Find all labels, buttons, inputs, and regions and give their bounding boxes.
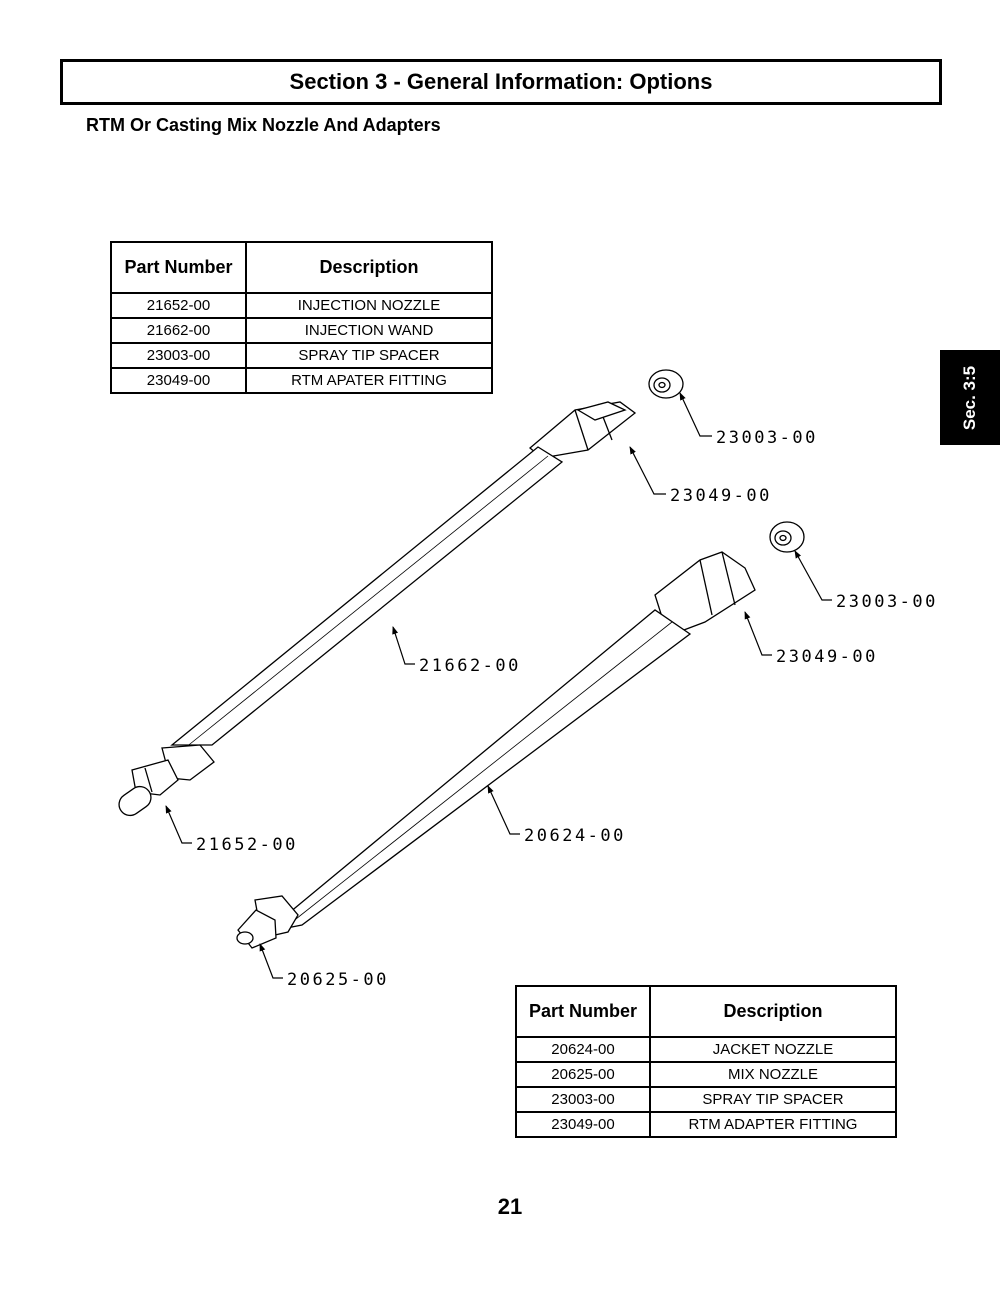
hex-edge-line	[144, 767, 153, 793]
table-header-row: Part Number Description	[515, 985, 897, 1038]
leader-line	[487, 785, 520, 835]
callout-label: 23003-00	[836, 592, 938, 612]
leader-line	[794, 550, 832, 601]
column-header-description: Description	[245, 241, 493, 294]
injection-wand-drawing	[118, 401, 637, 817]
spray-tip-spacer-lower	[769, 521, 805, 553]
injection-nozzle-tip	[118, 785, 152, 817]
table-row: 23049-00 RTM APATER FITTING	[110, 367, 493, 394]
column-header-description: Description	[649, 985, 897, 1038]
wand-tube-highlight	[184, 455, 549, 749]
page-subtitle: RTM Or Casting Mix Nozzle And Adapters	[86, 115, 441, 135]
section-side-tab: Sec. 3:5	[940, 350, 1000, 445]
mix-nozzle-end	[236, 931, 254, 945]
section-header: Section 3 - General Information: Options	[60, 59, 942, 105]
part-number-cell: 20624-00	[515, 1036, 651, 1063]
table-row: 23049-00 RTM ADAPTER FITTING	[515, 1111, 897, 1138]
part-number-cell: 21662-00	[110, 317, 247, 344]
callout-label: 20625-00	[287, 970, 389, 990]
description-cell: SPRAY TIP SPACER	[649, 1086, 897, 1113]
part-number-cell: 23049-00	[110, 367, 247, 394]
callout-label: 20624-00	[524, 826, 626, 846]
callout-label: 21652-00	[196, 835, 298, 855]
description-cell: SPRAY TIP SPACER	[245, 342, 493, 369]
hex-edge-line	[721, 551, 736, 606]
table-row: 20624-00 JACKET NOZZLE	[515, 1036, 897, 1063]
leader-line	[165, 805, 192, 844]
hex-top-face	[576, 401, 627, 421]
description-cell: MIX NOZZLE	[649, 1061, 897, 1088]
hex-edge-line	[699, 559, 713, 616]
table-row: 21652-00 INJECTION NOZZLE	[110, 292, 493, 319]
leader-line	[259, 943, 283, 979]
description-cell: INJECTION NOZZLE	[245, 292, 493, 319]
spray-tip-spacer-upper	[648, 369, 684, 399]
table-row: 23003-00 SPRAY TIP SPACER	[110, 342, 493, 369]
jacket-tube-highlight	[281, 621, 673, 931]
table-row: 23003-00 SPRAY TIP SPACER	[515, 1086, 897, 1113]
callout-leaders	[165, 392, 832, 979]
column-header-part-number: Part Number	[515, 985, 651, 1038]
callout-label: 21662-00	[419, 656, 521, 676]
parts-table-wand: Part Number Description 21652-00 INJECTI…	[110, 241, 493, 394]
part-number-cell: 23003-00	[110, 342, 247, 369]
part-number-cell: 21652-00	[110, 292, 247, 319]
column-header-part-number: Part Number	[110, 241, 247, 294]
callout-label: 23049-00	[776, 647, 878, 667]
description-cell: INJECTION WAND	[245, 317, 493, 344]
table-row: 21662-00 INJECTION WAND	[110, 317, 493, 344]
table-header-row: Part Number Description	[110, 241, 493, 294]
callout-label: 23003-00	[716, 428, 818, 448]
table-row: 20625-00 MIX NOZZLE	[515, 1061, 897, 1088]
part-number-cell: 20625-00	[515, 1061, 651, 1088]
parts-table-jacket: Part Number Description 20624-00 JACKET …	[515, 985, 897, 1138]
section-title: Section 3 - General Information: Options	[289, 69, 713, 94]
description-cell: RTM ADAPTER FITTING	[649, 1111, 897, 1138]
hex-edge-line	[574, 409, 589, 451]
leader-line	[679, 392, 712, 437]
part-number-cell: 23003-00	[515, 1086, 651, 1113]
jacket-adapter-hex-fitting	[654, 551, 756, 637]
leader-line	[392, 626, 415, 665]
description-cell: RTM APATER FITTING	[245, 367, 493, 394]
leader-line	[744, 611, 772, 656]
description-cell: JACKET NOZZLE	[649, 1036, 897, 1063]
callout-label: 23049-00	[670, 486, 772, 506]
page-number: 21	[497, 1194, 523, 1219]
jacket-nozzle-drawing	[236, 551, 756, 949]
leader-line	[629, 446, 666, 495]
part-number-cell: 23049-00	[515, 1111, 651, 1138]
